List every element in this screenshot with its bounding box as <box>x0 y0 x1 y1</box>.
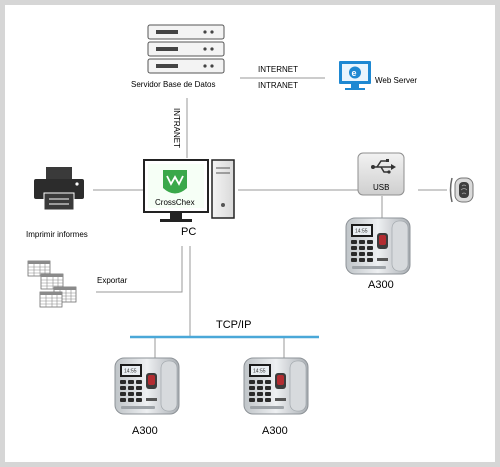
intranet-vertical-label: INTRANET <box>172 108 181 148</box>
export-label: Exportar <box>97 276 128 285</box>
internet-link-label: INTERNET <box>258 65 298 74</box>
printer-label: Imprimir informes <box>26 230 88 239</box>
pc-label: PC <box>181 226 197 238</box>
device-label-right: A300 <box>262 425 288 437</box>
usb-hub-icon <box>357 152 405 196</box>
time-attendance-terminal-icon <box>243 357 309 415</box>
time-attendance-terminal-icon <box>345 217 411 275</box>
spreadsheet-icon <box>27 260 77 308</box>
intranet-link-label: INTRANET <box>258 81 298 90</box>
printer-icon <box>34 167 84 211</box>
web-server-label: Web Server <box>375 76 418 85</box>
svg-text:e: e <box>352 68 357 78</box>
server-label: Servidor Base de Datos <box>131 80 216 89</box>
time-attendance-terminal-icon <box>114 357 180 415</box>
crosschex-screen-text: CrossChex <box>155 198 195 207</box>
server-icon <box>147 24 225 74</box>
usb-label: USB <box>373 183 390 192</box>
pc-icon <box>143 159 235 222</box>
fingerprint-reader-icon <box>449 177 474 203</box>
tcpip-label: TCP/IP <box>216 319 252 331</box>
pc-export-link <box>96 246 183 293</box>
device-label-top: A300 <box>368 279 394 291</box>
web-server-icon: e <box>339 61 371 90</box>
device-label-left: A300 <box>132 425 158 437</box>
